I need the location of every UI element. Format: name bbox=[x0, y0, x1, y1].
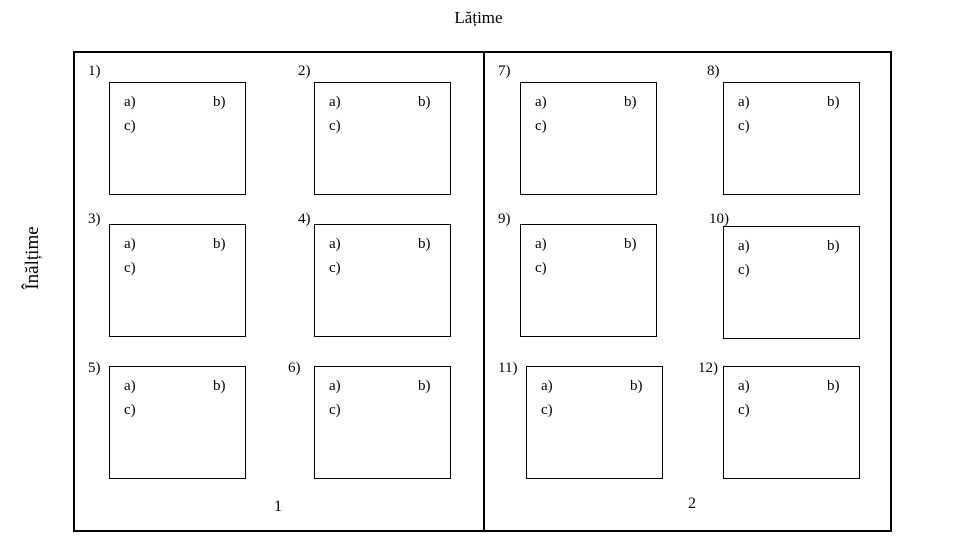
box-12-label-b: b) bbox=[827, 378, 840, 394]
box-7 bbox=[520, 82, 657, 195]
box-1 bbox=[109, 82, 246, 195]
box-3-label-a: a) bbox=[124, 236, 136, 252]
box-9-label-c: c) bbox=[535, 260, 547, 276]
box-11-label-b: b) bbox=[630, 378, 643, 394]
box-8-label-a: a) bbox=[738, 94, 750, 110]
box-4 bbox=[314, 224, 451, 337]
box-11-label-a: a) bbox=[541, 378, 553, 394]
outer-frame bbox=[73, 51, 892, 532]
panel-label-1: 1 bbox=[274, 498, 282, 515]
box-1-label-c: c) bbox=[124, 118, 136, 134]
panel-label-2: 2 bbox=[688, 495, 696, 512]
box-6-label-b: b) bbox=[418, 378, 431, 394]
box-10-label-a: a) bbox=[738, 238, 750, 254]
box-5-label-a: a) bbox=[124, 378, 136, 394]
panel-divider bbox=[483, 51, 485, 532]
box-1-label-a: a) bbox=[124, 94, 136, 110]
box-4-label-c: c) bbox=[329, 260, 341, 276]
box-1-number: 1) bbox=[88, 63, 101, 79]
box-3 bbox=[109, 224, 246, 337]
box-5 bbox=[109, 366, 246, 479]
box-2-label-b: b) bbox=[418, 94, 431, 110]
box-7-label-c: c) bbox=[535, 118, 547, 134]
box-8 bbox=[723, 82, 860, 195]
box-10-label-b: b) bbox=[827, 238, 840, 254]
box-6-label-c: c) bbox=[329, 402, 341, 418]
box-2 bbox=[314, 82, 451, 195]
box-3-number: 3) bbox=[88, 211, 101, 227]
width-title: Lățime bbox=[454, 8, 503, 27]
box-7-label-a: a) bbox=[535, 94, 547, 110]
box-12-number: 12) bbox=[698, 360, 718, 376]
box-9-label-b: b) bbox=[624, 236, 637, 252]
box-12-label-c: c) bbox=[738, 402, 750, 418]
box-4-label-a: a) bbox=[329, 236, 341, 252]
box-8-label-b: b) bbox=[827, 94, 840, 110]
box-12-label-a: a) bbox=[738, 378, 750, 394]
box-2-label-a: a) bbox=[329, 94, 341, 110]
box-6-label-a: a) bbox=[329, 378, 341, 394]
box-9-label-a: a) bbox=[535, 236, 547, 252]
box-10 bbox=[723, 226, 860, 339]
height-title: Înălțime bbox=[22, 226, 43, 290]
box-10-label-c: c) bbox=[738, 262, 750, 278]
box-7-number: 7) bbox=[498, 63, 511, 79]
box-11 bbox=[526, 366, 663, 479]
box-5-label-b: b) bbox=[213, 378, 226, 394]
box-8-number: 8) bbox=[707, 63, 720, 79]
box-11-number: 11) bbox=[498, 360, 518, 376]
box-5-number: 5) bbox=[88, 360, 101, 376]
box-2-number: 2) bbox=[298, 63, 311, 79]
box-10-number: 10) bbox=[709, 211, 729, 227]
box-12 bbox=[723, 366, 860, 479]
box-5-label-c: c) bbox=[124, 402, 136, 418]
box-8-label-c: c) bbox=[738, 118, 750, 134]
box-7-label-b: b) bbox=[624, 94, 637, 110]
box-6 bbox=[314, 366, 451, 479]
box-6-number: 6) bbox=[288, 360, 301, 376]
box-3-label-b: b) bbox=[213, 236, 226, 252]
box-9 bbox=[520, 224, 657, 337]
box-9-number: 9) bbox=[498, 211, 511, 227]
box-2-label-c: c) bbox=[329, 118, 341, 134]
box-1-label-b: b) bbox=[213, 94, 226, 110]
box-4-number: 4) bbox=[298, 211, 311, 227]
box-4-label-b: b) bbox=[418, 236, 431, 252]
box-3-label-c: c) bbox=[124, 260, 136, 276]
box-11-label-c: c) bbox=[541, 402, 553, 418]
